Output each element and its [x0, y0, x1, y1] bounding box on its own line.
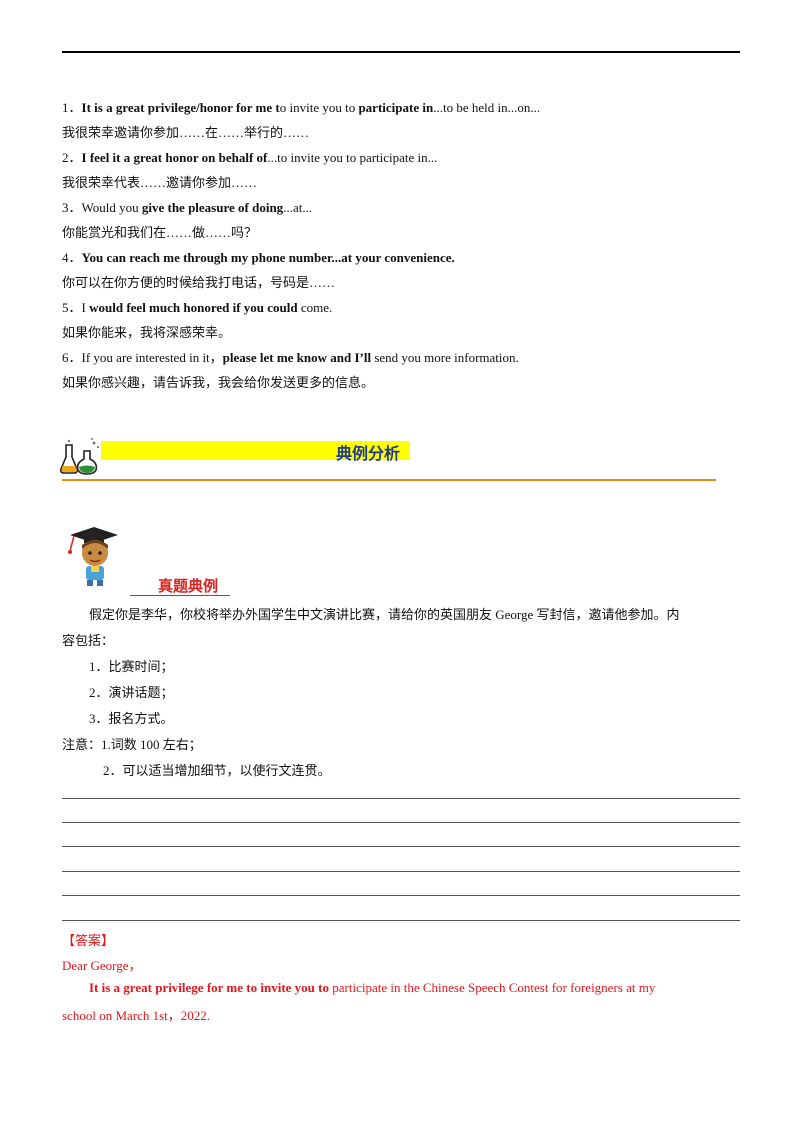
phrase-text: come. [297, 300, 333, 315]
answer-greeting: Dear George， [62, 958, 142, 973]
phrase-key-expression: You can reach me through my phone number… [81, 250, 455, 265]
phrase-text: I [81, 300, 90, 315]
phrase-2-english: 2．I feel it a great honor on behalf of..… [62, 147, 437, 166]
writing-line [62, 846, 740, 847]
phrase-number: 4． [62, 250, 82, 265]
section-banner [101, 441, 410, 460]
task-item-3: 3．报名方式。 [89, 711, 174, 726]
phrase-key-expression: give the pleasure of doing [141, 200, 284, 215]
phrase-number: 2． [62, 150, 82, 165]
phrase-key-expression: would feel much honored if you could [89, 300, 298, 315]
section-title: 典例分析 [336, 444, 401, 463]
phrase-text: ...to be held in...on... [433, 100, 541, 115]
phrase-3-english: 3．Would you give the pleasure of doing..… [62, 197, 312, 216]
lab-flask-icon [60, 437, 104, 481]
writing-line [62, 822, 740, 823]
answer-line1: It is a great privilege for me to invite… [89, 980, 655, 996]
phrase-4-chinese: 你可以在你方便的时候给我打电话，号码是…… [62, 275, 336, 290]
answer-rest1: participate in the Chinese Speech Contes… [328, 980, 656, 995]
task-text-line1: 假定你是李华，你校将举办外国学生中文演讲比赛，请给你的英国朋友 George 写… [89, 607, 680, 622]
phrase-1-chinese: 我很荣幸邀请你参加……在……举行的…… [62, 125, 310, 140]
section-divider [62, 479, 716, 481]
phrase-6-english: 6．If you are interested in it，please let… [62, 347, 519, 366]
phrase-key-expression: I feel it a great honor on behalf of [81, 150, 268, 165]
phrase-5-chinese: 如果你能来，我将深感荣幸。 [62, 325, 232, 340]
task-text-line2: 容包括： [62, 633, 115, 648]
writing-line [62, 798, 740, 799]
phrase-key-expression: It is a great privilege/honor for me t [81, 100, 280, 115]
writing-line [62, 920, 740, 921]
phrase-text: o invite you to [279, 100, 359, 115]
header-rule [62, 51, 740, 53]
phrase-text: ...to invite you to participate in... [267, 150, 438, 165]
phrase-4-english: 4．You can reach me through my phone numb… [62, 247, 455, 266]
phrase-text: If you are interested in it， [81, 350, 223, 365]
phrase-key-expression: participate in [358, 100, 434, 115]
answer-label: 【答案】 [62, 933, 115, 948]
graduate-mascot-icon [64, 523, 126, 591]
phrase-number: 6． [62, 350, 82, 365]
phrase-3-chinese: 你能赏光和我们在……做……吗？ [62, 225, 258, 240]
phrase-2-chinese: 我很荣幸代表……邀请你参加…… [62, 175, 258, 190]
phrase-text: ...at... [283, 200, 313, 215]
phrase-number: 1． [62, 100, 82, 115]
task-note-1: 注意：1.词数 100 左右； [62, 737, 202, 752]
phrase-key-expression: please let me know and I’ll [222, 350, 372, 365]
phrase-5-english: 5．I would feel much honored if you could… [62, 297, 332, 316]
task-item-2: 2．演讲话题； [89, 685, 174, 700]
phrase-1-english: 1．It is a great privilege/honor for me t… [62, 97, 540, 116]
task-item-1: 1．比赛时间； [89, 659, 174, 674]
phrase-6-chinese: 如果你感兴趣，请告诉我，我会给你发送更多的信息。 [62, 375, 375, 390]
writing-line [62, 871, 740, 872]
phrase-number: 3． [62, 200, 82, 215]
answer-line2: school on March 1st，2022. [62, 1008, 211, 1023]
writing-line [62, 895, 740, 896]
phrase-number: 5． [62, 300, 82, 315]
case-title: 真题典例 [130, 577, 230, 596]
phrase-text: Would you [81, 200, 142, 215]
task-note-2: 2．可以适当增加细节，以使行文连贯。 [103, 763, 331, 778]
phrase-text: send you more information. [371, 350, 519, 365]
answer-bold-lead: It is a great privilege for me to invite… [89, 980, 329, 995]
